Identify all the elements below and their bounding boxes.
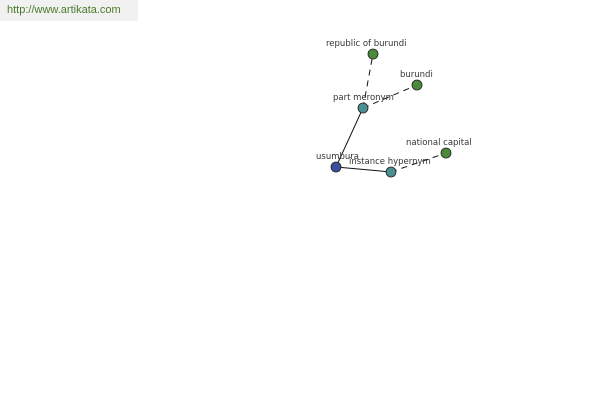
- node-burundi[interactable]: [411, 79, 423, 91]
- node-national-capital[interactable]: [440, 147, 452, 159]
- node-label-usumbura[interactable]: usumbura: [316, 152, 359, 162]
- site-url-watermark[interactable]: http://www.artikata.com: [0, 0, 138, 21]
- node-label-part-meronym[interactable]: part meronym: [333, 93, 394, 103]
- edge-part-meronym-to-republic-of-burundi: [362, 53, 374, 109]
- labels-layer: usumbura part meronym instance hypernym rep…: [316, 39, 472, 167]
- node-republic-of-burundi[interactable]: [367, 48, 379, 60]
- nodes-layer: [330, 48, 452, 178]
- node-usumbura[interactable]: [330, 161, 342, 173]
- edge-usumbura-to-instance-hypernym: [335, 166, 392, 173]
- node-label-burundi[interactable]: burundi: [400, 70, 433, 80]
- node-label-republic-of-burundi[interactable]: republic of burundi: [326, 39, 407, 49]
- edge-instance-hypernym-to-national-capital: [390, 152, 447, 173]
- node-part-meronym[interactable]: [357, 102, 369, 114]
- node-instance-hypernym[interactable]: [385, 166, 397, 178]
- edges-layer: [335, 53, 447, 173]
- edge-part-meronym-to-burundi: [362, 84, 418, 109]
- edge-usumbura-to-part-meronym: [335, 107, 364, 168]
- node-label-instance-hypernym[interactable]: instance hypernym: [349, 157, 431, 167]
- node-label-national-capital[interactable]: national capital: [406, 138, 472, 148]
